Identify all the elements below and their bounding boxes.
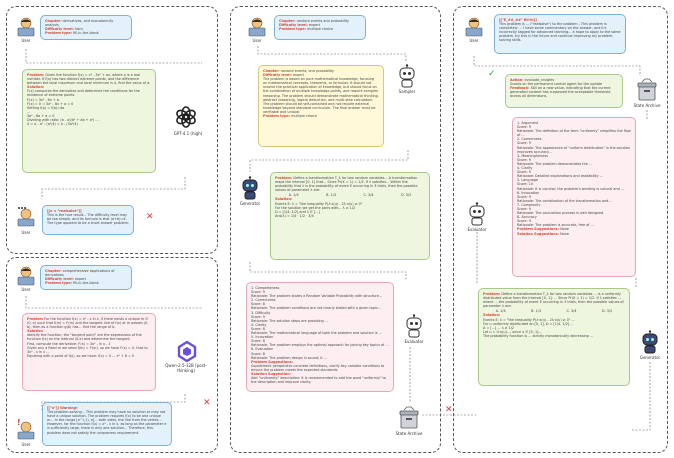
- user-laptop-icon: [17, 266, 35, 286]
- generator-label: Generator: [639, 355, 661, 360]
- state-archive-icon: [399, 406, 419, 429]
- panel-user-gpt: [6, 6, 218, 254]
- question-config-box: Chapter: comprehensive applications of d…: [40, 265, 132, 290]
- fail-cross-icon: ✕: [146, 212, 154, 222]
- qwen-logo-icon: [177, 340, 197, 362]
- flow-arrow: [25, 296, 202, 309]
- sampler-label: Sampler: [398, 89, 416, 94]
- state-archive-label: State Archive: [395, 431, 423, 436]
- flow-arrow: [25, 49, 202, 64]
- panel-pipeline-round1: [230, 6, 441, 453]
- panel-pipeline-round2: [453, 6, 668, 453]
- flow-arrow: [409, 347, 411, 403]
- generator-label: Generator: [239, 201, 261, 206]
- gpt-model-label: GPT-4.1 (high): [173, 131, 203, 136]
- flow-arrow: [646, 110, 648, 120]
- question-config-box: Chapter: derivatives, and monotonicity a…: [40, 15, 132, 40]
- user-feedback-box: [["E_##_##" fill-in]] This problem is ..…: [494, 14, 626, 54]
- fail-cross-icon: ✕: [445, 405, 453, 415]
- evaluator-label: Evaluator: [467, 227, 487, 232]
- flow-arrow: [476, 232, 637, 288]
- generator-robot-icon: [242, 176, 258, 200]
- user-laptop-icon: [465, 17, 483, 37]
- user-label: User: [21, 287, 31, 292]
- evaluator-label: Evaluator: [404, 339, 424, 344]
- sampler-output-box: Chapter: random events, and probability …: [258, 65, 384, 147]
- qwen-model-label: Qwen-2.5-32B (post-thinking): [165, 363, 207, 373]
- user-label: User: [21, 230, 31, 235]
- evaluator-output-box: 1. Argument Score: 9 Rationale: The defi…: [512, 117, 636, 277]
- generator-output-box: Problem: Define a transformation T_λ for…: [478, 288, 630, 386]
- svg-text:!: !: [17, 418, 21, 427]
- user-laptop-icon: [17, 17, 35, 37]
- flow-arrow: [249, 150, 409, 172]
- evaluator-robot-icon: [469, 202, 485, 226]
- openai-logo-icon: [176, 106, 196, 128]
- answer-options: A. 1/4 B. 1/3 C. 3/4 D. 3/2: [288, 193, 412, 198]
- flow-arrow: [41, 177, 186, 199]
- generator-output-box: Problem: Define a transformation T_λ for…: [270, 172, 430, 260]
- qwen-output-box: Problem For the function f(x) = x³ - x l…: [22, 313, 156, 391]
- user-label: User: [21, 442, 31, 447]
- question-config-box: Chapter: random events and probability D…: [274, 15, 366, 40]
- generator-robot-icon: [642, 330, 658, 354]
- user-feedback-box: [[x = "realsolve"]] This is the true res…: [42, 205, 134, 235]
- sampler-robot-icon: [399, 64, 415, 88]
- state-archive-icon: [637, 78, 657, 101]
- user-dots-icon: [17, 207, 35, 227]
- evaluator-output-box: 1. Completeness Score: 9 Rationale: The …: [246, 282, 394, 392]
- evaluator-robot-icon: [406, 314, 422, 338]
- user-feedback-box: [["x"]] Warning! The problem-solving... …: [42, 402, 172, 446]
- success-check-icon: ✓: [488, 69, 496, 79]
- flow-arrow: [473, 56, 641, 76]
- link-arrow: [422, 414, 478, 416]
- state-archive-label: State Archive: [633, 103, 661, 108]
- flow-arrow: [249, 262, 407, 280]
- user-laptop-icon: [248, 17, 266, 37]
- fail-cross-icon: ✕: [203, 398, 211, 408]
- flow-arrow: [632, 362, 651, 431]
- user-warning-icon: !: [17, 418, 35, 440]
- answer-options: A. 1/4 B. 1/3 C. 3/4 D. 3/2: [495, 309, 613, 314]
- user-label: User: [252, 38, 262, 43]
- gpt-output-box: Problem: Given the function f(x) = x³ - …: [22, 69, 156, 173]
- archive-output-box: Action: evaluate_insights Scores on the …: [505, 74, 623, 108]
- flow-arrow: [257, 46, 407, 62]
- user-label: User: [469, 38, 479, 43]
- user-label: User: [21, 38, 31, 43]
- panel-user-qwen: [6, 257, 218, 453]
